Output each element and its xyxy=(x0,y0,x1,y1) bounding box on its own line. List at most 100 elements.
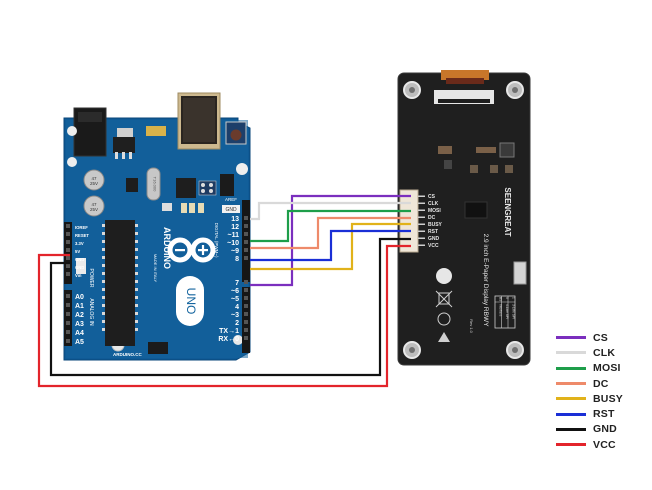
header-pin xyxy=(66,339,70,343)
svg-text:ARDUINO: ARDUINO xyxy=(162,227,172,269)
header-pin xyxy=(244,240,248,244)
crystal-oscillator: T16.000 xyxy=(146,167,161,201)
connector-pin-label: RST xyxy=(428,229,438,235)
power-pin-label: IOREF xyxy=(75,225,88,230)
power-pin-label: GND xyxy=(75,265,84,270)
connector-pin-label: CLK xyxy=(428,201,439,207)
interface-table-cell: 1 xyxy=(512,297,516,299)
legend-label: MOSI xyxy=(593,362,621,375)
header-pin xyxy=(66,294,70,298)
svg-text:2.9 inch E-Paper Display RBWY: 2.9 inch E-Paper Display RBWY xyxy=(482,234,489,328)
wire-clk xyxy=(250,201,411,221)
header-pin xyxy=(244,328,248,332)
connector-pin-label: MOSI xyxy=(428,208,441,214)
digital-pin-label: ~11 xyxy=(228,232,240,239)
arduino-uno-board: 47 25V 47 25V T16.000 xyxy=(63,92,251,361)
legend-swatch xyxy=(556,397,586,401)
svg-text:25V: 25V xyxy=(90,207,98,212)
header-pin xyxy=(244,216,248,220)
connector-pin-trace xyxy=(418,244,425,246)
connector-pin-label: VCC xyxy=(428,243,439,249)
driver-ic xyxy=(464,201,488,219)
legend-label: VCC xyxy=(593,438,616,451)
icsp-header xyxy=(148,342,168,354)
connector-pin-label: CS xyxy=(428,194,436,200)
wire-cs xyxy=(250,194,411,287)
connector-pin-label: BUSY xyxy=(428,222,443,228)
header-pin xyxy=(244,304,248,308)
svg-text:AREF: AREF xyxy=(225,197,237,202)
arduino-logo: ARDUINO UNO MADE IN ITALY xyxy=(153,227,216,326)
svg-text:T16.000: T16.000 xyxy=(153,177,158,192)
header-pin xyxy=(244,248,248,252)
svg-text:POWER: POWER xyxy=(88,269,94,288)
header-pin xyxy=(66,232,70,236)
header-pin xyxy=(244,224,248,228)
legend-label: CLK xyxy=(593,346,616,359)
digital-pin-label: ~5 xyxy=(231,296,239,303)
connector-pin-label: DC xyxy=(428,215,436,221)
connector-pin-trace xyxy=(418,209,425,211)
header-pin xyxy=(244,232,248,236)
legend-swatch xyxy=(556,427,586,431)
compliance-logo-icon xyxy=(436,268,452,284)
header-pin xyxy=(66,312,70,316)
legend-item-vcc: VCC xyxy=(556,437,652,452)
power-pin-label: GND xyxy=(75,257,84,262)
digital-pin-label: TX→1 xyxy=(219,328,239,335)
connector-pin-trace xyxy=(418,237,425,239)
esd-warning-icon xyxy=(438,332,450,342)
interface-table-cell: BS xyxy=(499,297,503,301)
interface-table-cell: Interface xyxy=(499,304,503,317)
header-pin xyxy=(66,248,70,252)
digital-pin-label: 2 xyxy=(235,320,239,327)
analog-pin-label: A3 xyxy=(75,321,84,328)
header-pin xyxy=(244,296,248,300)
connector-pin-trace xyxy=(418,216,425,218)
header-pin xyxy=(244,280,248,284)
legend-item-busy: BUSY xyxy=(556,391,652,406)
svg-text:UNO: UNO xyxy=(184,288,198,315)
connector-pin-trace xyxy=(418,202,425,204)
digital-pin-label: ~10 xyxy=(227,240,239,247)
header-pin xyxy=(66,272,70,276)
legend-swatch xyxy=(556,366,586,370)
digital-pin-label: RX←0 xyxy=(218,336,239,343)
jst-connector xyxy=(399,189,419,253)
atmega328-chip xyxy=(102,220,138,346)
svg-text:SEENGREAT: SEENGREAT xyxy=(503,187,512,236)
no-handling-icon xyxy=(437,312,451,326)
analog-pin-label: A0 xyxy=(75,294,84,301)
legend-swatch xyxy=(556,336,586,340)
wire-vcc xyxy=(37,244,411,388)
digital-pin-label: ~3 xyxy=(231,312,239,319)
fpc-ribbon xyxy=(441,70,489,80)
svg-text:47: 47 xyxy=(91,202,97,207)
header-pin xyxy=(244,256,248,260)
legend-item-clk: CLK xyxy=(556,345,652,360)
connector-pin-trace xyxy=(418,195,425,197)
svg-text:GND: GND xyxy=(225,207,237,213)
analog-pin-label: A2 xyxy=(75,312,84,319)
wire-busy xyxy=(250,222,411,271)
svg-text:ARDUINO.CC: ARDUINO.CC xyxy=(113,352,142,357)
mounting-screws xyxy=(403,81,524,359)
power-header: POWER ANALOG IN xyxy=(64,222,94,346)
legend-swatch xyxy=(556,443,586,447)
electrolytic-capacitors: 47 25V 47 25V xyxy=(83,169,105,217)
legend-label: CS xyxy=(593,331,608,344)
power-pin-label: 5V xyxy=(75,249,80,254)
legend-swatch xyxy=(556,412,586,416)
header-pin xyxy=(244,312,248,316)
connector-pin-label: GND xyxy=(428,236,440,242)
legend-label: GND xyxy=(593,423,617,436)
legend-label: DC xyxy=(593,377,609,390)
weee-bin-icon xyxy=(435,290,453,308)
